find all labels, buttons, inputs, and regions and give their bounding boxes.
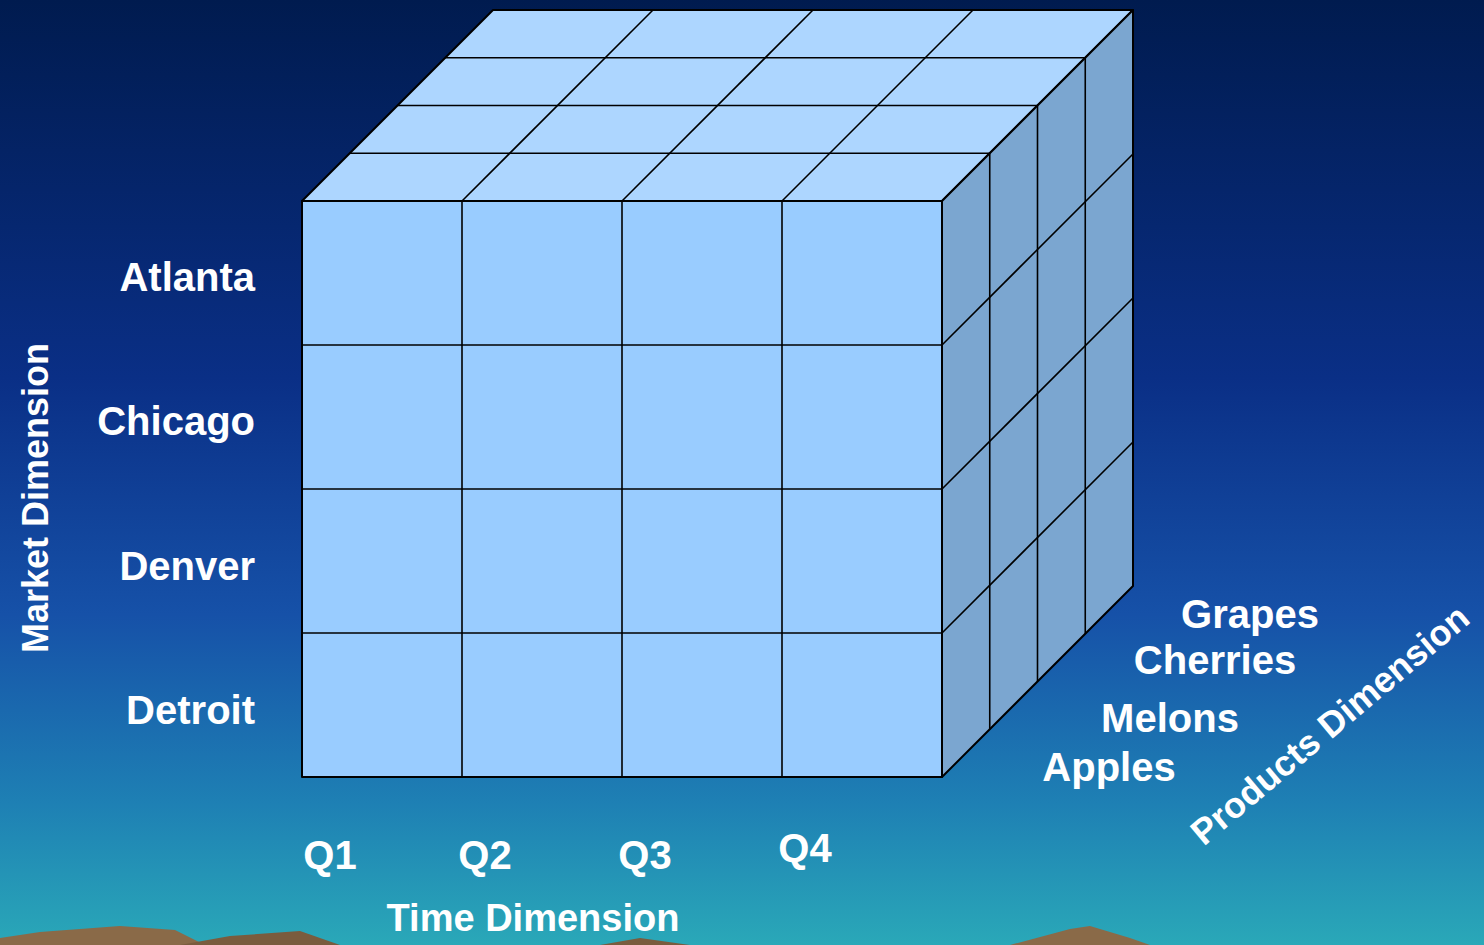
product-member: Grapes bbox=[1181, 594, 1319, 634]
side-face bbox=[942, 10, 1133, 777]
time-member: Q2 bbox=[458, 835, 511, 875]
grid-line bbox=[302, 488, 942, 490]
grid-line bbox=[302, 632, 942, 634]
time-member: Q1 bbox=[303, 835, 356, 875]
front-face bbox=[302, 201, 942, 777]
mountain bbox=[0, 926, 205, 945]
grid-line bbox=[622, 10, 813, 201]
cube-grid bbox=[302, 10, 1133, 777]
market-member: Detroit bbox=[126, 690, 255, 730]
mountain bbox=[600, 938, 690, 945]
time-member: Q3 bbox=[618, 835, 671, 875]
grid-line bbox=[942, 298, 1133, 489]
axis-title: Market Dimension bbox=[18, 343, 54, 653]
grid-line bbox=[782, 10, 973, 201]
mountain bbox=[1010, 926, 1150, 945]
grid-line bbox=[942, 442, 1133, 633]
grid-line bbox=[302, 344, 942, 346]
mountain bbox=[180, 931, 340, 945]
product-member: Cherries bbox=[1134, 640, 1296, 680]
grid-line bbox=[942, 154, 1133, 345]
product-member: Apples bbox=[1042, 747, 1175, 787]
product-member: Melons bbox=[1101, 698, 1239, 738]
market-member: Atlanta bbox=[119, 257, 255, 297]
grid-line bbox=[462, 10, 653, 201]
axis-title: Time Dimension bbox=[387, 899, 680, 937]
time-member: Q4 bbox=[778, 828, 831, 868]
market-member: Chicago bbox=[97, 401, 255, 441]
market-member: Denver bbox=[119, 546, 255, 586]
cube-faces bbox=[302, 10, 1133, 777]
